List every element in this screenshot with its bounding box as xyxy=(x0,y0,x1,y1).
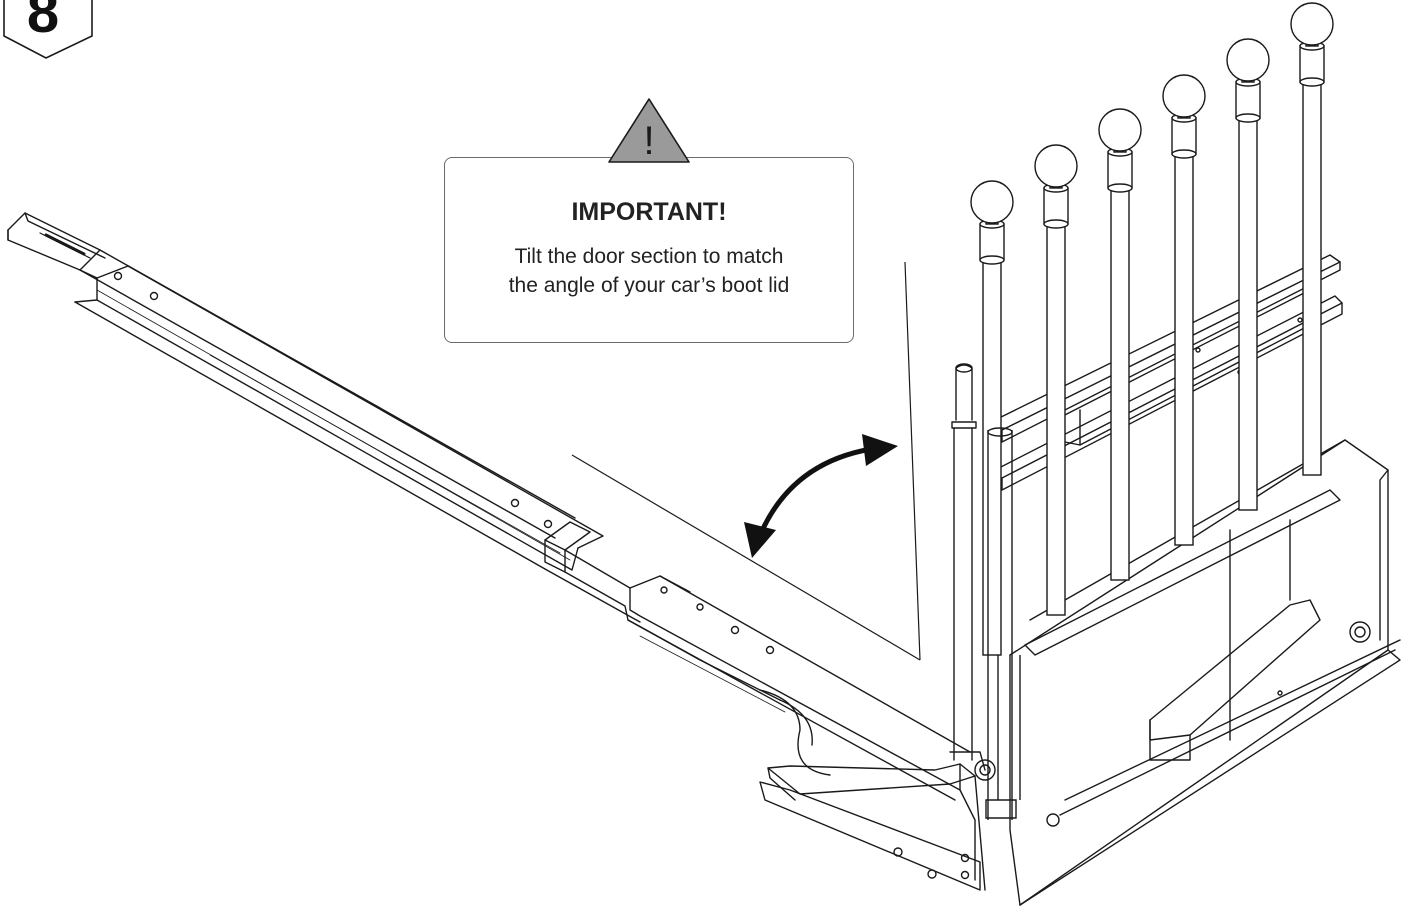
callout-body: Tilt the door section to match the angle… xyxy=(445,242,853,300)
pole-ball xyxy=(1162,74,1206,118)
tilt-arrow-icon xyxy=(744,434,898,558)
important-callout: IMPORTANT! Tilt the door section to matc… xyxy=(444,157,854,343)
pole xyxy=(1162,74,1206,546)
extension-arm xyxy=(7,212,971,801)
pole xyxy=(970,180,1014,656)
single-post xyxy=(949,363,986,771)
pole-ball xyxy=(1226,38,1270,82)
callout-line: Tilt the door section to match xyxy=(514,245,784,268)
pole-group xyxy=(970,2,1334,656)
pole-ball xyxy=(970,180,1014,224)
front-posts xyxy=(985,427,1021,820)
pole-ball xyxy=(1098,108,1142,152)
warning-triangle-icon: ! xyxy=(608,98,690,163)
step-badge: 8 xyxy=(0,0,100,62)
step-number: 8 xyxy=(26,0,60,45)
arm-bolts xyxy=(113,271,775,655)
pole xyxy=(1098,108,1142,581)
base-bracket xyxy=(759,759,996,891)
angle-guide-lines xyxy=(571,261,921,661)
pole xyxy=(1034,144,1078,616)
door-frame xyxy=(994,254,1401,906)
callout-line: the angle of your car’s boot lid xyxy=(508,274,790,297)
pole-ball xyxy=(1034,144,1078,188)
warning-glyph: ! xyxy=(643,119,654,163)
pole xyxy=(1290,2,1334,476)
callout-title: IMPORTANT! xyxy=(571,198,727,226)
pole-ball xyxy=(1290,2,1334,46)
pole xyxy=(1226,38,1270,511)
step-badge-hexagon xyxy=(3,0,93,59)
